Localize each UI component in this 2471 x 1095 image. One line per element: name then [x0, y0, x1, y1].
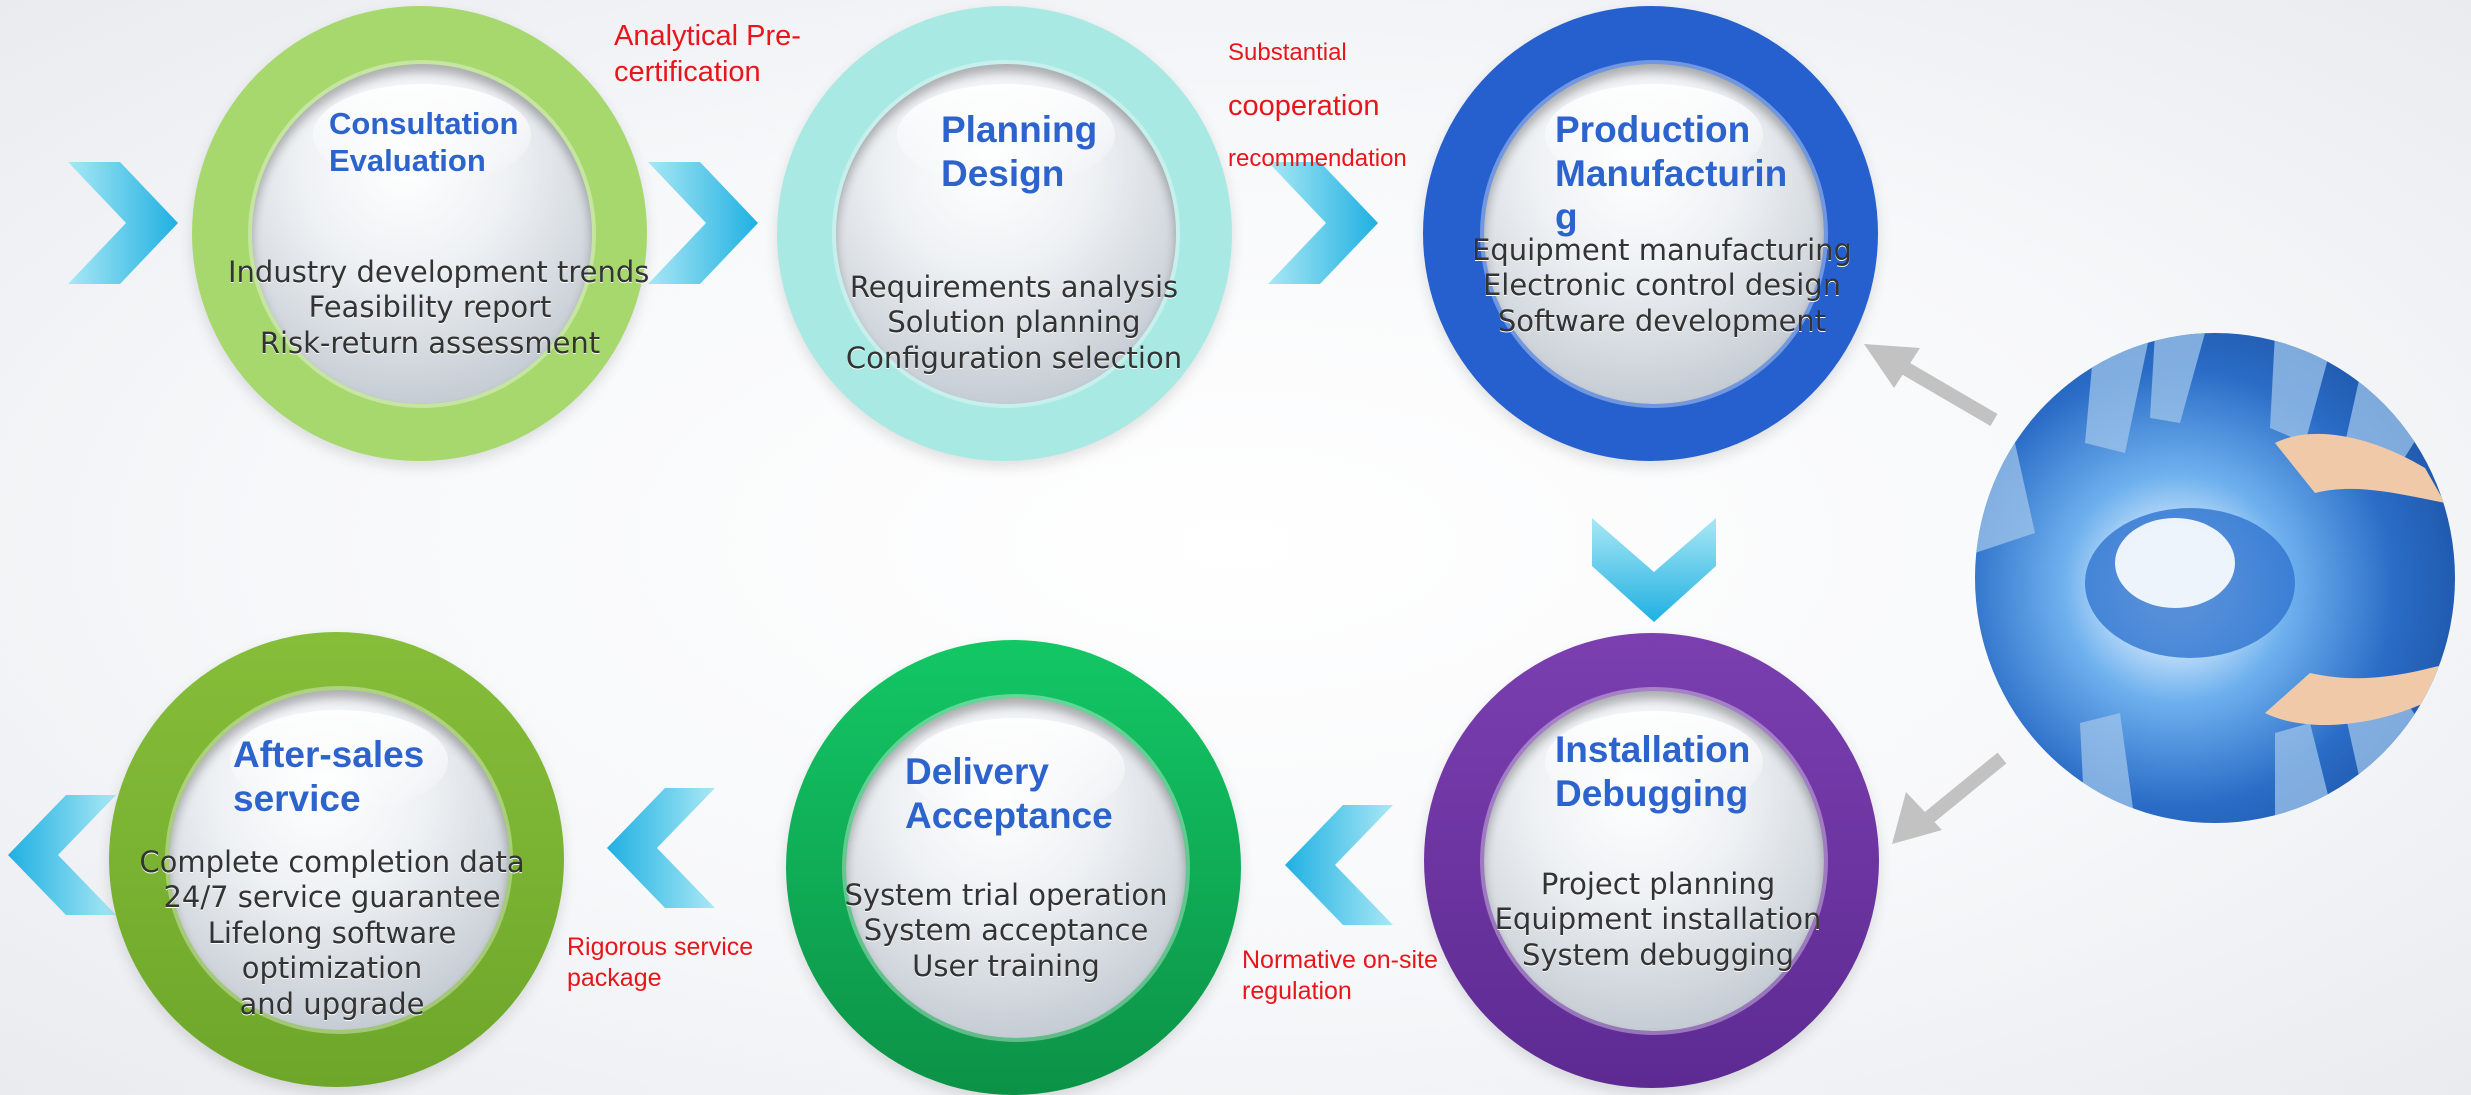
diagonal-arrow-icon — [1892, 752, 2007, 844]
chevron-left-icon — [607, 788, 715, 908]
step-title-aftersales: After-sales service — [233, 734, 425, 819]
list-item: Industry development trends — [228, 255, 650, 289]
step-title-planning: Planning Design — [941, 109, 1098, 194]
list-item: Equipment installation — [1494, 902, 1822, 937]
list-item: Requirements analysis — [849, 270, 1179, 304]
label-rigorous-service: Rigorous service package — [567, 933, 754, 993]
list-item: Configuration selection — [845, 340, 1183, 375]
list-item: User training — [912, 948, 1100, 983]
list-item: Feasibility report — [308, 290, 552, 325]
diagonal-arrow-icon — [1864, 344, 1998, 427]
step-inner-consultation — [252, 64, 592, 404]
list-item: optimization — [241, 951, 423, 986]
list-item: Solution planning — [887, 305, 1141, 340]
list-item: System debugging — [1521, 937, 1795, 972]
label-line: recommendation — [1228, 145, 1407, 173]
step-inner-delivery — [846, 698, 1186, 1038]
list-item: and upgrade — [239, 986, 425, 1021]
label-line: cooperation — [1228, 90, 1380, 122]
step-title-delivery: Delivery Acceptance — [905, 751, 1113, 836]
list-item: Project planning — [1540, 867, 1776, 901]
label-cooperation-recommendation: Substantial cooperation recommendation — [1228, 18, 1407, 194]
step-items-production: Equipment manufacturing Electronic contr… — [1460, 233, 1864, 339]
step-items-aftersales: Complete completion data 24/7 service gu… — [130, 845, 534, 1022]
step-title-consultation: Consultation Evaluation — [329, 106, 519, 178]
chevron-left-icon — [1285, 805, 1393, 925]
globe-hands-photo — [1975, 333, 2455, 823]
step-items-installation: Project planning Equipment installation … — [1456, 867, 1860, 973]
chevron-left-icon — [8, 795, 116, 915]
label-line: Substantial — [1228, 39, 1347, 66]
step-inner-production — [1484, 64, 1824, 404]
step-title-production: Production Manufacturin g — [1555, 109, 1788, 238]
step-title-installation: Installation Debugging — [1555, 729, 1751, 814]
step-items-consultation: Industry development trends Feasibility … — [228, 255, 650, 361]
step-items-planning: Requirements analysis Solution planning … — [812, 270, 1216, 376]
list-item: Electronic control design — [1482, 268, 1842, 303]
chevron-right-icon — [648, 162, 758, 284]
step-inner-aftersales — [169, 690, 509, 1030]
list-item: System acceptance — [863, 913, 1149, 948]
list-item: Lifelong software — [207, 915, 457, 950]
step-inner-installation — [1484, 691, 1824, 1031]
step-items-delivery: System trial operation System acceptance… — [804, 878, 1208, 984]
chevron-down-icon — [1592, 518, 1716, 622]
list-item: Risk-return assessment — [259, 325, 601, 360]
list-item: Equipment manufacturing — [1472, 233, 1852, 267]
list-item: System trial operation — [844, 878, 1168, 912]
list-item: 24/7 service guarantee — [163, 880, 501, 915]
chevron-right-icon — [1268, 162, 1378, 284]
list-item: Software development — [1497, 303, 1827, 338]
chevron-right-icon — [68, 162, 178, 284]
label-onsite-regulation: Normative on-site regulation — [1242, 946, 1438, 1006]
list-item: Complete completion data — [139, 845, 525, 879]
step-inner-planning — [836, 64, 1176, 404]
label-precertification: Analytical Pre- certification — [614, 20, 801, 89]
